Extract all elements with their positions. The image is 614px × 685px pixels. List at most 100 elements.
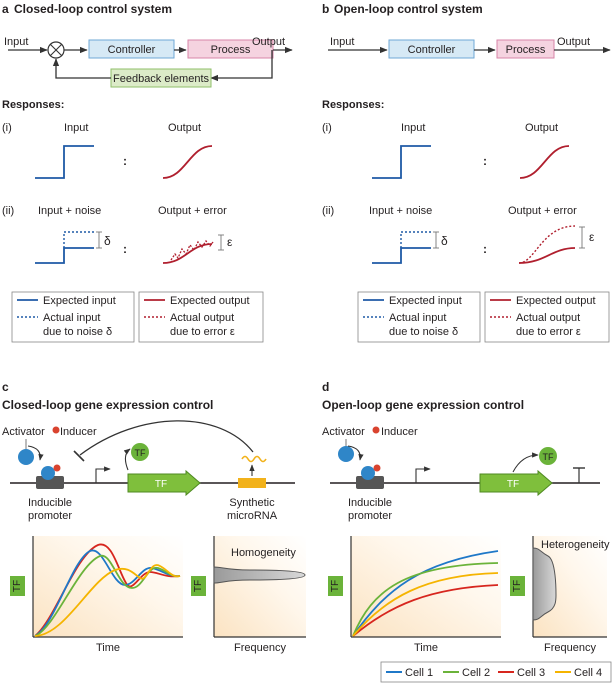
d-cell2-curve	[352, 562, 499, 637]
panel-b-row2-input: Input + noise	[369, 205, 432, 217]
colon-separator-2: :	[123, 242, 127, 256]
colon-separator: :	[123, 154, 127, 168]
activator-icon-d	[338, 446, 354, 462]
transcription-start-icon-d	[415, 466, 431, 483]
epsilon-bracket	[218, 234, 224, 251]
panel-a-responses: Responses:	[2, 99, 64, 111]
legend-expected-output-b: Expected output	[516, 295, 596, 307]
process-box-b	[496, 39, 555, 59]
panel-c-plot1-xlabel: Time	[96, 642, 120, 654]
controller-label-b: Controller	[408, 44, 456, 56]
panel-d-plot2-ylabel: TF	[512, 580, 523, 592]
terminator-icon	[573, 467, 585, 483]
panel-d-plot1-ylabel: TF	[330, 580, 341, 592]
legend-actual-output-1-b: Actual output	[516, 312, 580, 324]
promoter-label-1: Inducible	[28, 497, 72, 509]
sigmoid-output-curve-b	[519, 145, 570, 179]
inducer-label-d: Inducer	[381, 426, 418, 438]
output-expected-curve	[162, 243, 213, 264]
d-cell4-curve	[352, 572, 499, 637]
noisy-input-actual	[63, 231, 94, 248]
legend-actual-input-1-b: Actual input	[389, 312, 446, 324]
mirna-icon	[241, 455, 267, 463]
controller-box	[88, 39, 175, 59]
panel-c-plot2-ylabel: TF	[193, 580, 204, 592]
step-input-curve	[35, 145, 94, 179]
tf-protein-icon-d	[539, 447, 557, 465]
tf-protein-icon	[131, 443, 149, 461]
c-cell4-curve	[34, 564, 181, 637]
colon-separator-b: :	[483, 154, 487, 168]
legend-actual-output-2: due to error ε	[170, 326, 235, 338]
inducer-label: Inducer	[60, 426, 97, 438]
promoter-label-2: promoter	[28, 510, 72, 522]
panel-b-letter: b	[322, 2, 329, 16]
c-cell1-curve	[34, 549, 181, 637]
output-actual-curve-b	[518, 225, 576, 264]
output-actual-curve	[170, 239, 214, 261]
sigmoid-output-curve	[162, 145, 213, 179]
process-label: Process	[211, 44, 251, 56]
panel-b-output-label: Output	[557, 36, 590, 48]
epsilon-bracket-b	[579, 226, 585, 249]
promoter-icon-d	[356, 476, 384, 489]
tf-protein-label: TF	[135, 448, 146, 458]
tf-protein-label-d: TF	[543, 452, 554, 462]
panel-a-output-label: Output	[252, 36, 285, 48]
activator-icon	[18, 449, 34, 465]
feedback-label: Feedback elements	[113, 73, 209, 85]
panel-a-row2-tag: (ii)	[2, 205, 14, 217]
delta-symbol: δ	[104, 234, 111, 248]
homogeneity-distribution	[213, 566, 306, 584]
heterogeneity-label: Heterogeneity	[541, 539, 610, 551]
panel-b-input-label: Input	[330, 36, 354, 48]
panel-b-title: Open-loop control system	[334, 2, 483, 16]
summing-junction-icon	[47, 41, 65, 59]
panel-a-row2-input: Input + noise	[38, 205, 101, 217]
colon-separator-b2: :	[483, 242, 487, 256]
legend-expected-input-b: Expected input	[389, 295, 462, 307]
panel-b: b Open-loop control system Input Control…	[322, 2, 611, 343]
panel-a: a Closed-loop control system Input Contr…	[2, 2, 293, 343]
panel-b-row2-output: Output + error	[508, 205, 577, 217]
panel-c-letter: c	[2, 380, 9, 394]
panel-a-row2-output: Output + error	[158, 205, 227, 217]
inducer-icon	[52, 426, 60, 434]
panel-d-title: Open-loop gene expression control	[322, 398, 524, 412]
promoter-label-2-d: promoter	[348, 510, 392, 522]
process-box	[187, 39, 274, 59]
panel-c-plot1-ylabel: TF	[12, 580, 23, 592]
panel-c-plot2-xlabel: Frequency	[234, 642, 286, 654]
panel-c-time-plot-bg	[33, 536, 183, 637]
panel-c-freq-plot-bg	[214, 536, 306, 637]
tf-gene-arrow-d	[479, 469, 553, 497]
mirna-gene-icon	[238, 478, 266, 488]
panel-d-plot2-xlabel: Frequency	[544, 642, 596, 654]
legend-actual-input-2: due to noise δ	[43, 326, 112, 338]
panel-c-title: Closed-loop gene expression control	[2, 398, 213, 412]
d-cell1-curve	[352, 550, 499, 637]
promoter-icon	[36, 476, 64, 489]
panel-a-row1-output: Output	[168, 122, 201, 134]
noisy-input-actual-b	[400, 231, 431, 248]
panel-c: c Closed-loop gene expression control Ac…	[2, 380, 306, 654]
mirna-label-1: Synthetic	[229, 497, 275, 509]
panel-a-letter: a	[2, 2, 9, 16]
legend-actual-input-2-b: due to noise δ	[389, 326, 458, 338]
panel-b-legend: Expected input Actual input due to noise…	[357, 291, 610, 343]
tf-gene-arrow	[127, 469, 201, 497]
output-expected-curve-b	[518, 247, 576, 264]
legend-cell-2: Cell 2	[462, 667, 490, 679]
panel-d-plot1-xlabel: Time	[414, 642, 438, 654]
panel-d-letter: d	[322, 380, 329, 394]
d-cell3-curve	[352, 584, 499, 637]
panel-d: d Open-loop gene expression control Acti…	[322, 380, 610, 654]
legend-actual-output-1: Actual output	[170, 312, 234, 324]
panel-b-row1-input: Input	[401, 122, 425, 134]
panel-a-legend: Expected input Actual input due to noise…	[11, 291, 264, 343]
epsilon-symbol: ε	[227, 235, 233, 249]
panel-b-responses: Responses:	[322, 99, 384, 111]
controller-box-b	[388, 39, 475, 59]
c-cell2-curve	[34, 555, 181, 637]
